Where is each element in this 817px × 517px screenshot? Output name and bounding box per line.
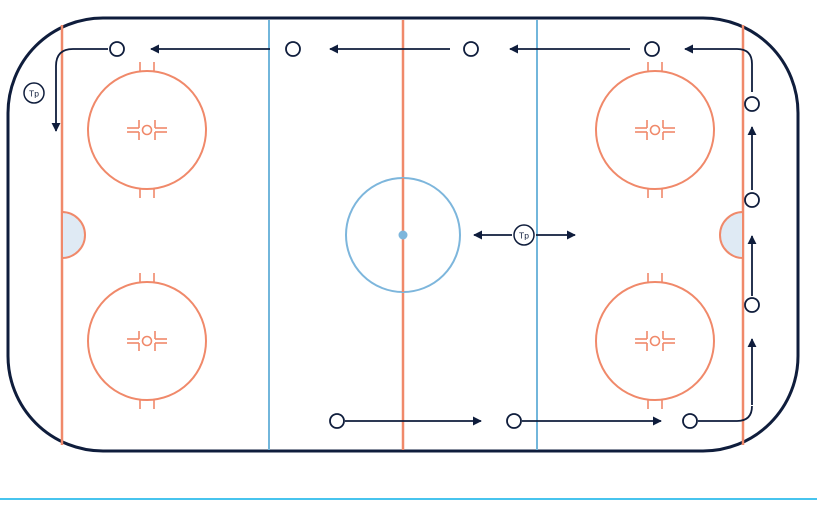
drill-top-row xyxy=(51,41,753,132)
skater-bottom-3 xyxy=(682,413,698,429)
skater-top-3 xyxy=(463,41,479,57)
skater-bottom-2 xyxy=(506,413,522,429)
faceoff-circle-ring xyxy=(595,70,715,190)
skater-top-4 xyxy=(644,41,660,57)
center-faceoff-dot xyxy=(398,230,408,240)
faceoff-circle-ring xyxy=(87,70,207,190)
skater-right-1 xyxy=(744,96,760,112)
faceoff-dot xyxy=(649,335,661,347)
goal-crease-right xyxy=(719,210,744,260)
faceoff-circle-top-right xyxy=(595,62,715,198)
faceoff-circle-ring xyxy=(87,281,207,401)
skater-top-1 xyxy=(109,41,125,57)
end-zone-faceoff-circles xyxy=(87,62,715,409)
drill-bottom-row xyxy=(329,405,753,429)
faceoff-circle-bottom-right xyxy=(595,273,715,409)
skater-bottom-1 xyxy=(329,413,345,429)
coach-left-marker xyxy=(23,82,45,104)
coach-center-marker xyxy=(513,224,535,246)
coach-left-label: Tp xyxy=(29,89,39,99)
skater-right-3 xyxy=(744,297,760,313)
faceoff-circle-top-left xyxy=(87,62,207,198)
faceoff-dot xyxy=(649,124,661,136)
arrow-left-corner-down xyxy=(51,48,108,132)
faceoff-dot xyxy=(141,124,153,136)
faceoff-dot xyxy=(141,335,153,347)
skater-top-2 xyxy=(285,41,301,57)
faceoff-circle-bottom-left xyxy=(87,273,207,409)
coach-center-group: Tp xyxy=(473,224,576,246)
bottom-divider-line xyxy=(0,498,817,500)
coach-left-group: Tp xyxy=(23,82,45,104)
faceoff-circle-ring xyxy=(595,281,715,401)
drill-right-side xyxy=(744,96,760,405)
skater-right-2 xyxy=(744,192,760,208)
arrow-top-right-corner xyxy=(684,44,753,92)
coach-center-label: Tp xyxy=(519,231,529,241)
arrow-bottom-right-corner xyxy=(698,405,753,422)
goal-crease-left xyxy=(61,210,86,260)
